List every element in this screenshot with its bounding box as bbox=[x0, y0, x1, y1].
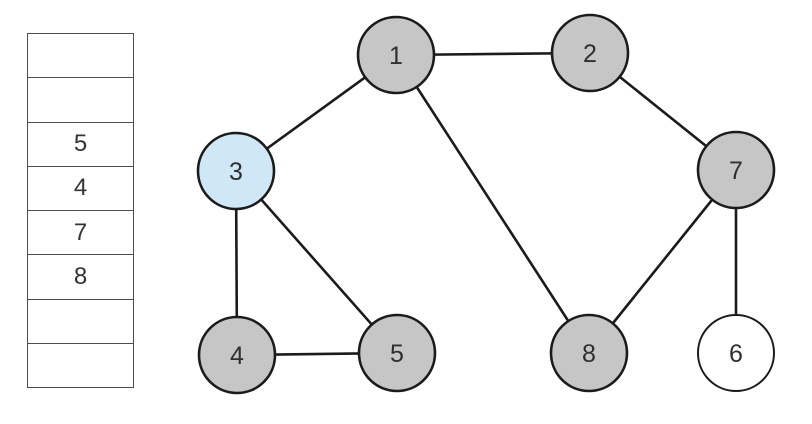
graph-node-circle-4 bbox=[197, 315, 277, 395]
graph-edge-1-8 bbox=[394, 54, 591, 354]
graph-node-circle-8 bbox=[549, 313, 629, 393]
array-cell-2 bbox=[28, 78, 133, 123]
graph-edge-3-5 bbox=[235, 170, 398, 354]
graph-node-4: 4 bbox=[197, 315, 277, 395]
graph-node-label-1: 1 bbox=[389, 42, 403, 70]
array-cell-5: 7 bbox=[28, 211, 133, 256]
graph-node-label-4: 4 bbox=[230, 342, 244, 370]
graph-node-circle-1 bbox=[356, 15, 436, 95]
array-cell-4: 4 bbox=[28, 167, 133, 211]
graph-node-3: 3 bbox=[196, 131, 276, 211]
graph-node-circle-2 bbox=[550, 13, 630, 93]
array-cell-6: 8 bbox=[28, 255, 133, 300]
graph-node-5: 5 bbox=[357, 313, 437, 393]
graph-node-7: 7 bbox=[696, 130, 776, 210]
array-cell-1 bbox=[28, 34, 133, 79]
graph-node-1: 1 bbox=[356, 15, 436, 95]
graph-node-2: 2 bbox=[550, 13, 630, 93]
graph-node-8: 8 bbox=[549, 313, 629, 393]
graph-node-circle-5 bbox=[357, 313, 437, 393]
graph-node-label-3: 3 bbox=[229, 158, 243, 186]
array-cell-3: 5 bbox=[28, 123, 133, 167]
graph-node-label-6: 6 bbox=[729, 340, 743, 368]
graph-node-circle-7 bbox=[696, 130, 776, 210]
array-cell-7 bbox=[28, 300, 133, 344]
graph-node-6: 6 bbox=[697, 314, 775, 392]
graph-node-circle-3 bbox=[196, 131, 276, 211]
graph-node-label-5: 5 bbox=[390, 340, 404, 368]
graph-node-label-8: 8 bbox=[582, 340, 596, 368]
graph-node-label-7: 7 bbox=[729, 157, 743, 185]
graph-node-label-2: 2 bbox=[583, 40, 597, 68]
graph-node-circle-6 bbox=[697, 314, 775, 392]
